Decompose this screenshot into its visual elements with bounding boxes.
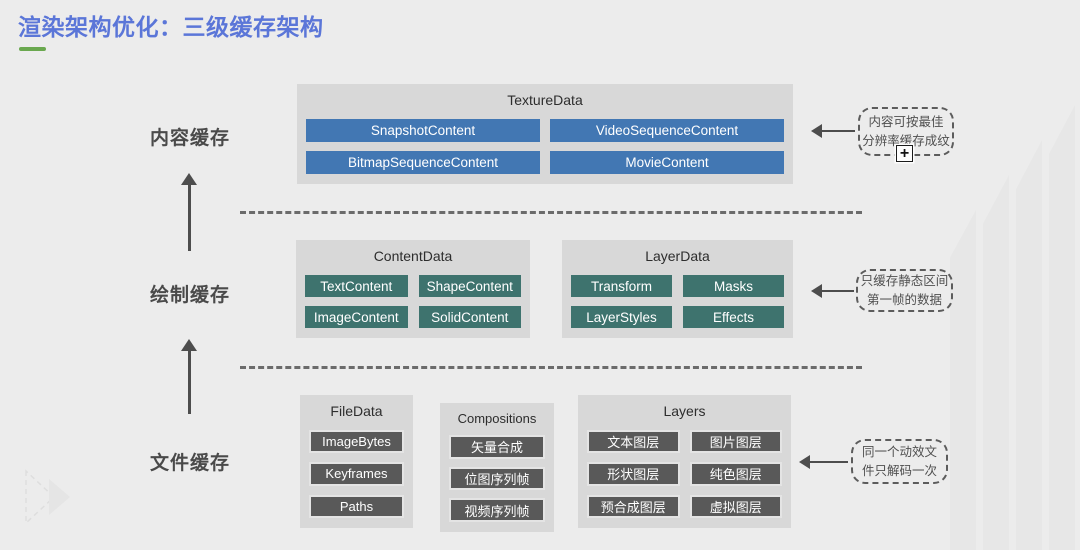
annotation-line: 第一帧的数据 [866,292,942,307]
layers-block: Layers 文本图层 图片图层 形状图层 纯色图层 预合成图层 虚拟图层 [578,395,791,528]
up-arrow-icon [181,173,197,251]
compositions-block: Compositions 矢量合成 位图序列帧 视频序列帧 [440,403,554,532]
data-box-precomp-layer: 预合成图层 [587,494,680,518]
annotation-line: 分辨率缓存成纹 [862,133,950,148]
dashed-divider [240,366,862,369]
page-title: 渲染架构优化：三级缓存架构 [18,14,324,40]
dashed-divider [240,211,862,214]
data-box-paths: Paths [309,494,404,518]
block-title: ContentData [373,248,453,264]
block-title: Layers [663,403,706,419]
arrowhead [811,124,822,138]
arrowhead [799,455,810,469]
block-title: Compositions [457,410,537,426]
left-arrow-icon [799,455,848,469]
data-box-video-sequence-content: VideoSequenceContent [550,119,784,142]
watermark-bar [983,175,1009,550]
data-box-masks: Masks [683,275,784,297]
data-box-virtual-layer: 虚拟图层 [689,494,782,518]
data-box-layer-styles: LayerStyles [571,306,672,328]
block-title: LayerData [645,248,710,264]
data-box-image-bytes: ImageBytes [309,430,404,454]
annotation-line: 内容可按最佳 [868,115,944,130]
data-box-bitmap-sequence: 位图序列帧 [449,466,545,491]
watermark-bars [950,100,1080,550]
data-box-keyframes: Keyframes [309,462,404,486]
layer-data-block: LayerData Transform Masks LayerStyles Ef… [562,240,793,338]
watermark-play-triangles-icon [25,469,70,525]
block-title: FileData [330,403,383,419]
crosshair-cursor-icon: + [896,145,913,162]
annotation-content-cache: 内容可按最佳 分辨率缓存成纹 [858,107,954,156]
data-box-text-content: TextContent [305,275,408,297]
watermark-bar [950,210,976,550]
annotation-draw-cache: 只缓存静态区间 第一帧的数据 [856,269,953,312]
arrow-shaft [820,290,854,292]
data-box-movie-content: MovieContent [550,151,784,174]
data-box-snapshot-content: SnapshotContent [306,119,540,142]
arrowhead [181,173,197,185]
annotation-line: 件只解码一次 [861,463,937,478]
annotation-line: 只缓存静态区间 [860,274,949,289]
block-title: TextureData [507,92,583,108]
arrowhead [181,339,197,351]
data-box-text-layer: 文本图层 [587,430,680,454]
data-box-shape-content: ShapeContent [418,275,521,297]
data-box-image-layer: 图片图层 [689,430,782,454]
cache-level-label-file: 文件缓存 [149,453,230,474]
content-data-block: ContentData TextContent ShapeContent Ima… [296,240,530,338]
left-arrow-icon [811,124,855,138]
arrow-shaft [188,348,191,414]
left-arrow-icon [811,284,854,298]
file-data-block: FileData ImageBytes Keyframes Paths [300,395,413,528]
watermark-bar [1049,105,1075,550]
crosshair-glyph: + [899,144,910,162]
data-box-video-sequence: 视频序列帧 [449,498,545,522]
arrow-shaft [820,130,855,132]
data-box-solid-layer: 纯色图层 [689,462,782,486]
annotation-line: 同一个动效文 [861,445,937,460]
data-box-effects: Effects [683,306,784,328]
annotation-file-cache: 同一个动效文 件只解码一次 [851,439,948,484]
data-box-transform: Transform [571,275,672,297]
title-underline [19,47,46,51]
data-box-bitmap-sequence-content: BitmapSequenceContent [306,151,540,174]
data-box-image-content: ImageContent [305,306,408,328]
up-arrow-icon [181,339,197,414]
watermark-bar [1016,140,1042,550]
data-box-solid-content: SolidContent [418,306,521,328]
data-box-vector-composition: 矢量合成 [449,435,545,459]
arrow-shaft [188,182,191,251]
texture-data-block: TextureData SnapshotContent VideoSequenc… [297,84,793,184]
arrow-shaft [808,461,848,463]
cache-level-label-draw: 绘制缓存 [149,285,230,306]
data-box-shape-layer: 形状图层 [587,462,680,486]
arrowhead [811,284,822,298]
cache-level-label-content: 内容缓存 [149,128,230,149]
